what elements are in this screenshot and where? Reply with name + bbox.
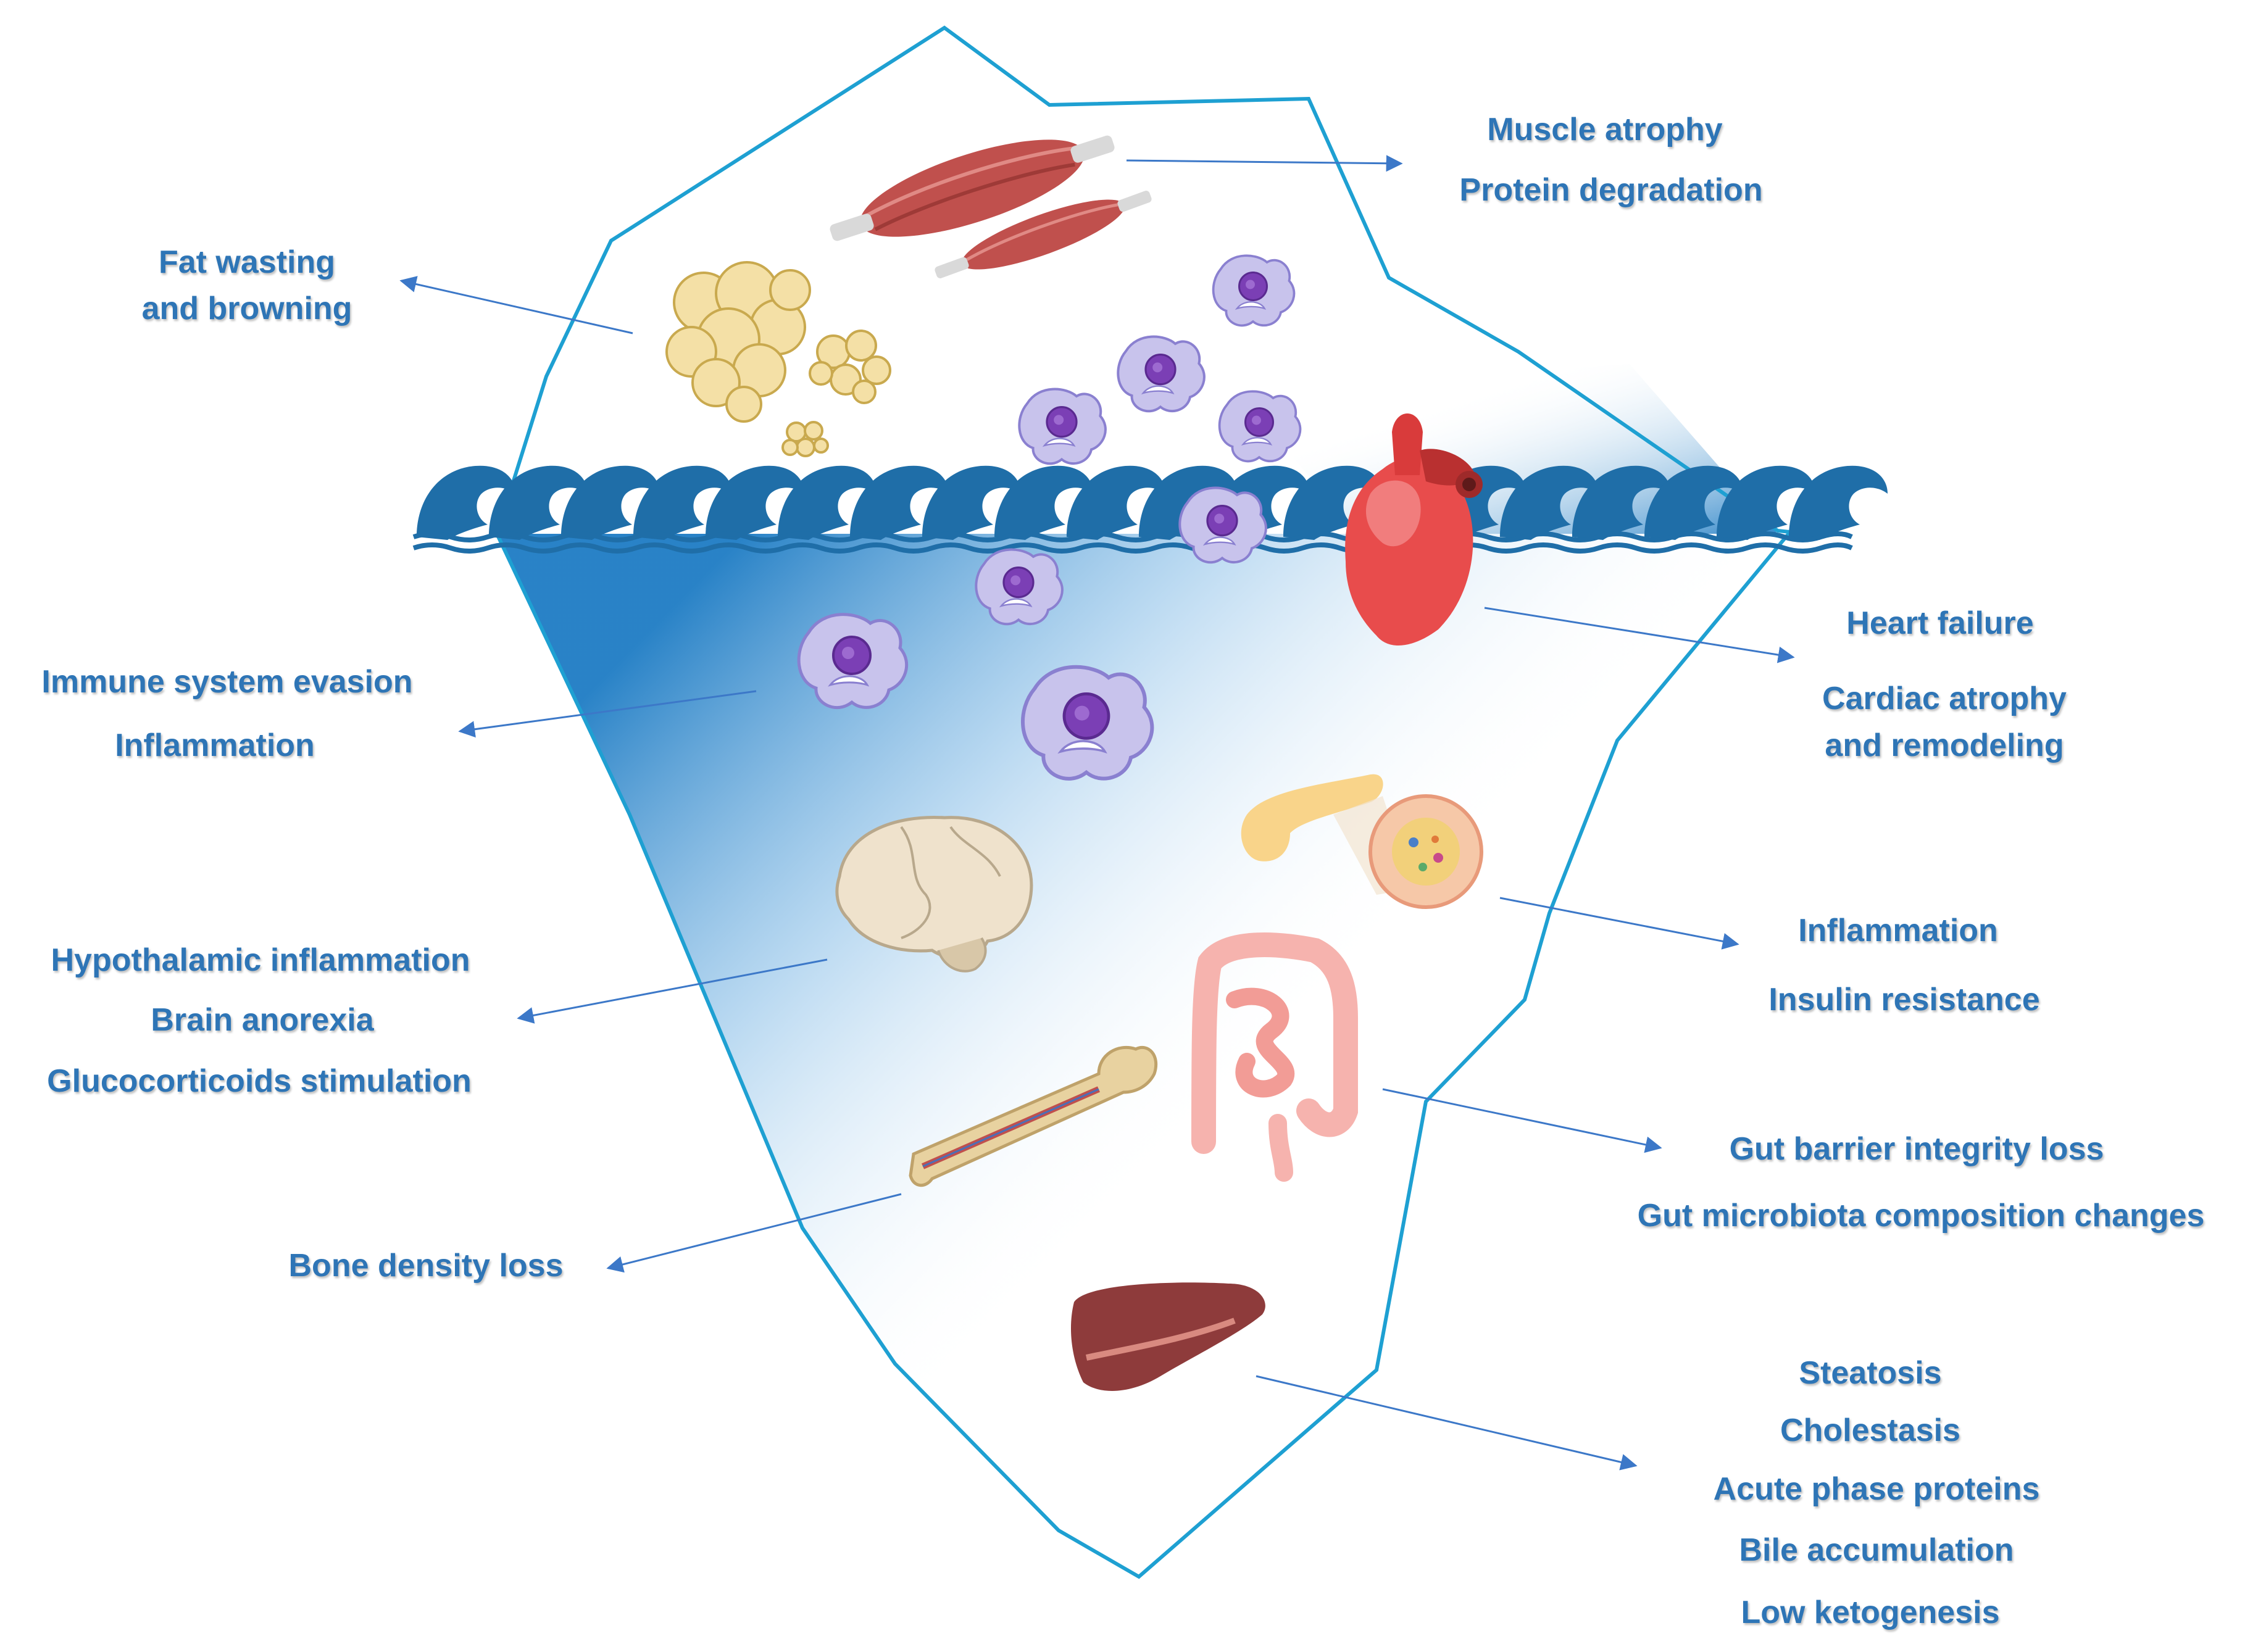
- arrow-fat: [399, 276, 633, 334]
- label-and-browning: and browning: [141, 291, 352, 326]
- label-bone-density-loss: Bone density loss: [288, 1248, 564, 1284]
- label-muscle-atrophy: Muscle atrophy: [1487, 112, 1723, 147]
- arrow-brain: [517, 958, 828, 1024]
- label-protein-degradation: Protein degradation: [1459, 172, 1763, 208]
- label-immune-evasion: Immune system evasion: [41, 664, 413, 700]
- bone-icon: [909, 1045, 1158, 1187]
- arrow-heart: [1484, 607, 1795, 663]
- iceberg-outline: [494, 25, 1794, 1579]
- pancreas-icon: [1241, 774, 1483, 909]
- fat-cells-icon: [665, 261, 891, 457]
- arrow-gut: [1382, 1088, 1662, 1153]
- label-bile-accumulation: Bile accumulation: [1739, 1532, 2014, 1568]
- heart-icon: [1345, 413, 1483, 646]
- arrow-pancreas: [1499, 897, 1739, 950]
- label-inflammation-pancreas: Inflammation: [1798, 913, 1998, 948]
- arrow-immune: [458, 690, 757, 738]
- label-remodeling: and remodeling: [1825, 728, 2064, 763]
- label-low-ketogenesis: Low ketogenesis: [1741, 1595, 2000, 1630]
- cell-icon: [1019, 389, 1106, 464]
- label-heart-failure: Heart failure: [1846, 605, 2034, 641]
- label-hypothalamic-inflammation: Hypothalamic inflammation: [51, 942, 470, 978]
- label-fat-wasting: Fat wasting: [158, 244, 336, 280]
- label-insulin-resistance: Insulin resistance: [1768, 982, 2040, 1018]
- cell-icon: [1118, 337, 1204, 412]
- label-gut-microbiota: Gut microbiota composition changes: [1637, 1198, 2205, 1234]
- label-gut-barrier: Gut barrier integrity loss: [1729, 1131, 2104, 1167]
- label-brain-anorexia: Brain anorexia: [151, 1002, 374, 1038]
- brain-icon: [835, 815, 1033, 973]
- arrow-muscle: [1126, 155, 1403, 172]
- intestine-icon: [1191, 932, 1358, 1182]
- arrow-bone: [606, 1193, 902, 1273]
- label-acute-phase-proteins: Acute phase proteins: [1713, 1471, 2040, 1507]
- cell-icon: [1212, 254, 1296, 327]
- sea-surface: [412, 465, 1888, 554]
- arrows: [399, 155, 1795, 1471]
- water-line-1: [412, 531, 1853, 542]
- arrow-liver: [1256, 1375, 1638, 1471]
- label-cardiac-atrophy: Cardiac atrophy: [1822, 681, 2067, 716]
- muscle-icon: [830, 135, 1152, 278]
- label-inflammation-immune: Inflammation: [115, 728, 315, 763]
- label-steatosis: Steatosis: [1799, 1355, 1942, 1391]
- label-glucocorticoids: Glucocorticoids stimulation: [47, 1063, 472, 1099]
- liver-icon: [1071, 1282, 1265, 1391]
- label-cholestasis: Cholestasis: [1780, 1413, 1960, 1448]
- water-line-2: [412, 542, 1853, 554]
